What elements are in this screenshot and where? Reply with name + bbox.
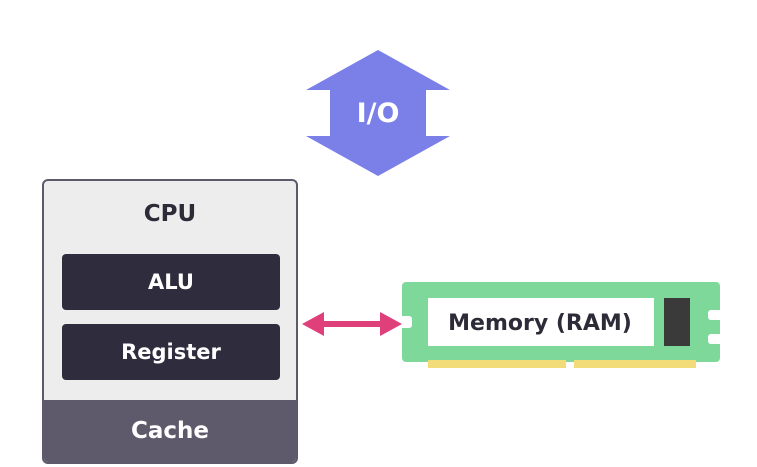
alu-block: ALU [62,254,280,310]
cpu-block: CPU ALU Register Cache [42,179,298,464]
right-arrowhead [380,312,402,336]
io-label: I/O [356,98,400,129]
ram-notch-right-lower [708,334,720,344]
io-double-arrow-icon [306,50,450,176]
ram-label: Memory (RAM) [448,311,632,336]
ram-pins-left [428,360,566,368]
ram-chip [664,298,690,346]
ram-label-panel [428,298,654,346]
ram-notch-right [708,310,720,320]
ram-notch-left [402,316,412,328]
cpu-title: CPU [143,201,197,227]
io-arrow-shape [306,50,450,176]
cache-block: Cache [44,400,296,462]
cpu-ram-double-arrow-icon [302,312,402,336]
ram-module-icon [402,282,720,368]
ram-pins-right [574,360,696,368]
left-arrowhead [302,312,324,336]
register-block: Register [62,324,280,380]
